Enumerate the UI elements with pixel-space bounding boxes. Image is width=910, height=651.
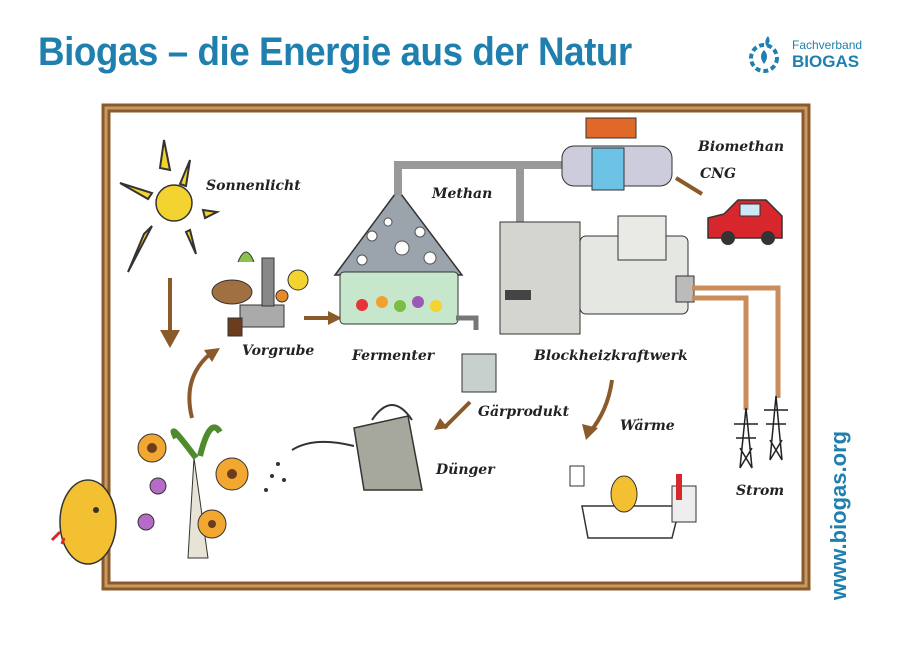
- page-title: Biogas – die Energie aus der Natur: [38, 30, 632, 74]
- logo-text-top: Fachverband: [792, 38, 863, 52]
- potato-mascot: [50, 479, 117, 565]
- power-cable: [692, 285, 781, 410]
- bathtub-illustration: [569, 465, 697, 539]
- power-tower-icon: [734, 395, 788, 469]
- label-methan: Methan: [431, 186, 492, 202]
- wooden-frame: [101, 103, 811, 591]
- fachverband-logo: Fachverband BIOGAS: [740, 32, 863, 82]
- prepit-illustration: [211, 251, 309, 337]
- watering-can-icon: [264, 404, 423, 492]
- biogas-logo-icon: [749, 36, 779, 73]
- label-waerme: Wärme: [620, 418, 675, 434]
- label-fermenter: Fermenter: [351, 348, 436, 364]
- digestate-bucket: [461, 353, 497, 393]
- fermenter-illustration: [333, 188, 479, 330]
- logo-text-bottom: BIOGAS: [792, 52, 860, 71]
- label-gaerprodukt: Gärprodukt: [478, 404, 570, 420]
- label-biomethan: Biomethan: [697, 139, 784, 155]
- label-blockheizkraftwerk: Blockheizkraftwerk: [533, 348, 688, 364]
- arrow-to-car: [674, 176, 704, 196]
- label-duenger: Dünger: [435, 462, 496, 478]
- car-icon: [707, 199, 783, 245]
- chp-engine-illustration: [499, 215, 695, 335]
- arrow-to-heat: [588, 379, 614, 434]
- label-strom: Strom: [736, 483, 784, 499]
- arrow-plants-to-prepit: [187, 352, 212, 419]
- label-sonnenlicht: Sonnenlicht: [206, 178, 301, 194]
- label-cng: CNG: [700, 166, 736, 182]
- energy-plants-illustration: [137, 424, 249, 559]
- sun-icon: [119, 139, 221, 273]
- gas-upgrading-unit: [561, 117, 673, 191]
- label-vorgrube: Vorgrube: [242, 343, 314, 359]
- arrow-to-fertilizer: [442, 400, 472, 430]
